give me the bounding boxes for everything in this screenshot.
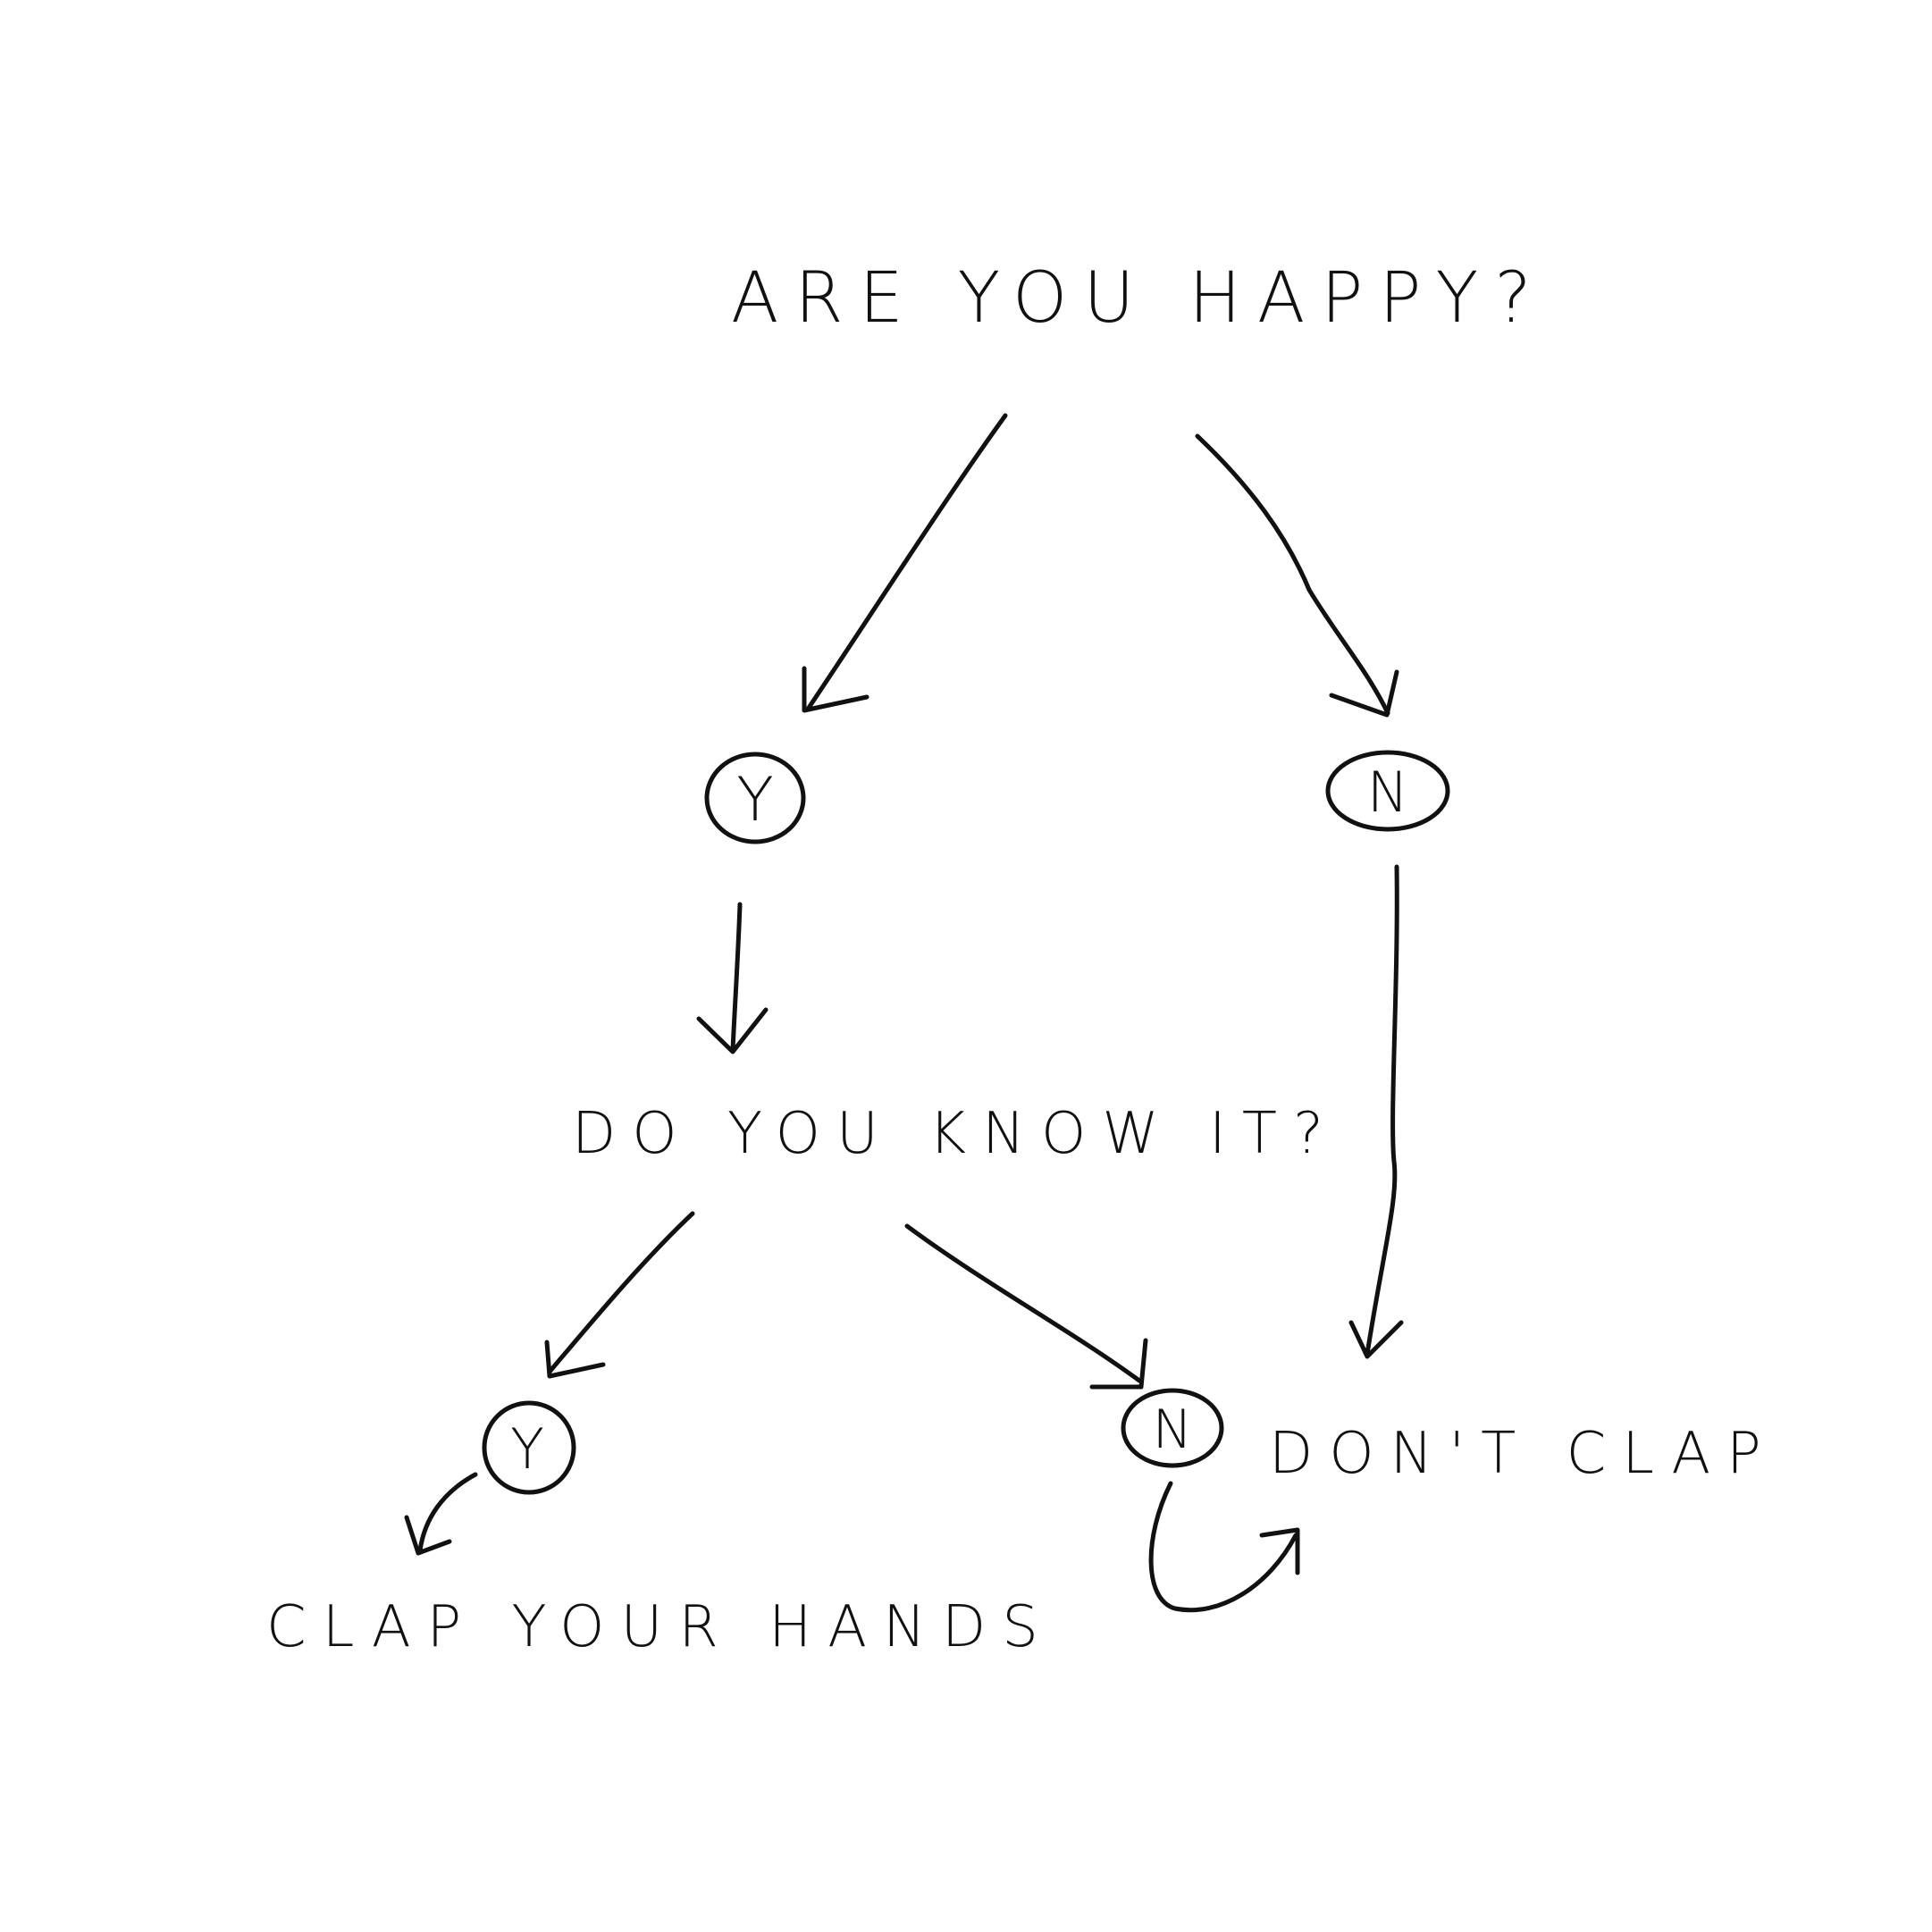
arrow-no-to-dont-clap [1348,864,1404,1359]
outcome-dont-clap: DON'T CLAP [1269,1421,1777,1487]
arrow-q1-to-no [1195,433,1399,718]
arrow-q1-to-yes [802,413,1008,713]
answer-no-node-1: N [1325,750,1450,832]
arrow-q2-to-yes [544,1211,695,1379]
svg-text:N: N [1153,1399,1193,1461]
svg-text:N: N [1367,760,1408,825]
answer-no-node-2: N [1121,1388,1224,1468]
svg-text:Y: Y [736,765,774,836]
answer-yes-node-2: Y [482,1400,576,1495]
arrow-yes2-to-clap [404,1472,478,1556]
outcome-clap-your-hands: CLAP YOUR HANDS [266,1594,1054,1660]
arrow-q2-to-no [904,1223,1148,1390]
question-are-you-happy: ARE YOU HAPPY? [731,258,1548,339]
answer-yes-node-1: Y [704,752,806,844]
svg-text:Y: Y [510,1416,544,1482]
arrow-no2-to-dont-clap [1148,1481,1300,1613]
question-do-you-know-it: DO YOU KNOW IT? [572,1101,1340,1167]
arrow-yes-to-q2 [696,902,769,1054]
